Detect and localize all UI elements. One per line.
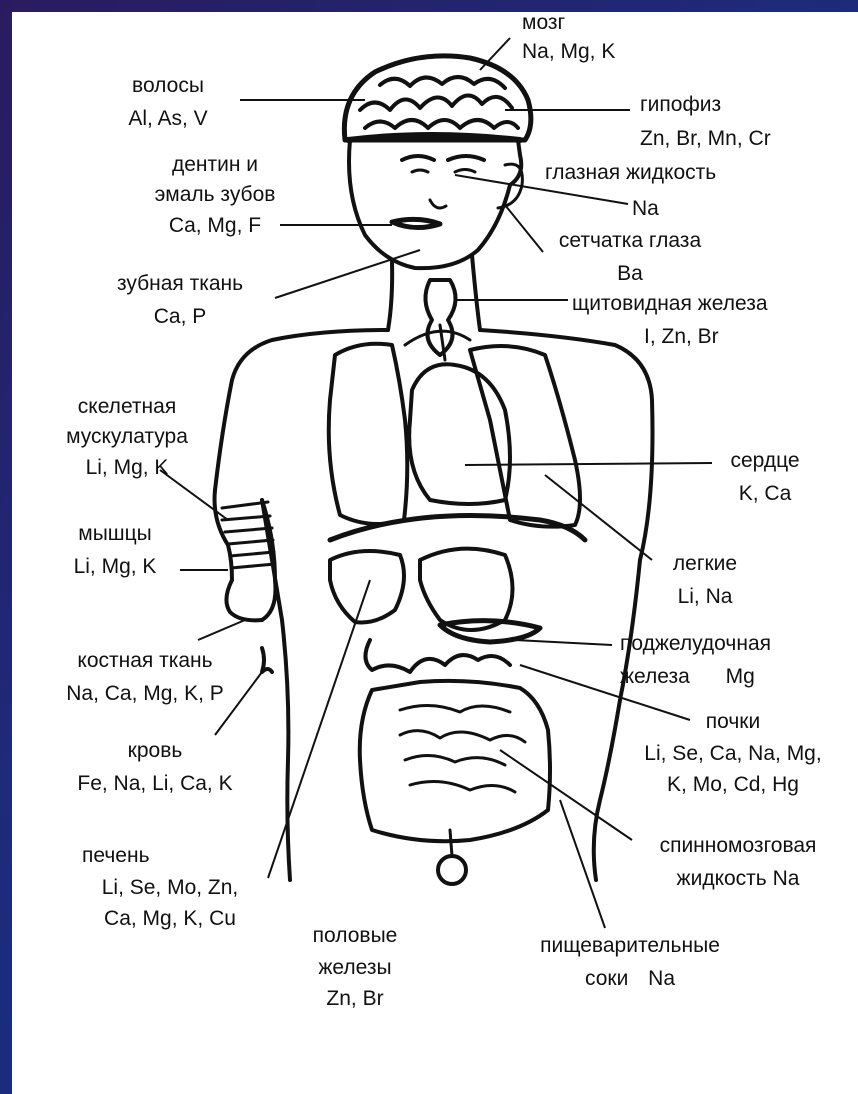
liver-elements-1: Li, Se, Mo, Zn, bbox=[70, 872, 270, 904]
skeletal-muscle-elements: Li, Mg, K bbox=[32, 453, 222, 483]
bone-name: костная ткань bbox=[30, 645, 260, 678]
label-blood: кровь Fe, Na, Li, Ca, K bbox=[40, 735, 270, 800]
brain-name: мозг bbox=[522, 8, 615, 37]
thyroid-name: щитовидная железа bbox=[572, 288, 768, 321]
pituitary-name: гипофиз bbox=[640, 88, 771, 122]
label-gonads: половые железы Zn, Br bbox=[285, 920, 425, 1015]
kidneys-elements-1: Li, Se, Ca, Na, Mg, bbox=[618, 738, 848, 770]
lungs-name: легкие bbox=[650, 548, 760, 581]
dental-tissue-name: зубная ткань bbox=[85, 268, 275, 301]
heart-name: сердце bbox=[710, 445, 820, 478]
dentin-name-2: эмаль зубов bbox=[140, 180, 290, 210]
dental-tissue-elements: Ca, P bbox=[85, 301, 275, 334]
pituitary-elements: Zn, Br, Mn, Cr bbox=[640, 122, 771, 156]
retina-elements: Ba bbox=[540, 258, 720, 291]
pancreas bbox=[440, 621, 540, 642]
digestive-elements: Na bbox=[648, 967, 675, 990]
digestive-name-1: пищеварительные bbox=[500, 930, 760, 963]
mouth bbox=[392, 219, 440, 227]
hair-name: волосы bbox=[108, 70, 228, 103]
liver-elements-2: Ca, Mg, K, Cu bbox=[70, 903, 270, 935]
pancreas-elements: Mg bbox=[726, 665, 755, 688]
spinal-fluid-elements: Na bbox=[773, 867, 800, 890]
hair-elements: Al, As, V bbox=[108, 103, 228, 136]
kidneys-name: почки bbox=[618, 706, 848, 738]
label-pituitary: гипофиз Zn, Br, Mn, Cr bbox=[640, 88, 771, 155]
gonads-name-1: половые bbox=[285, 920, 425, 952]
label-dental-tissue: зубная ткань Ca, P bbox=[85, 268, 275, 333]
label-heart: сердце K, Ca bbox=[710, 445, 820, 510]
hand bbox=[226, 580, 262, 620]
label-muscles: мышцы Li, Mg, K bbox=[50, 518, 180, 583]
label-liver: печень Li, Se, Mo, Zn, Ca, Mg, K, Cu bbox=[70, 840, 270, 935]
digestive-name-2: соки bbox=[585, 967, 628, 990]
gonads-name-2: железы bbox=[285, 952, 425, 984]
label-bone: костная ткань Na, Ca, Mg, K, P bbox=[30, 645, 260, 710]
brain-elements: Na, Mg, K bbox=[522, 37, 615, 66]
thyroid-shape bbox=[425, 280, 455, 355]
label-brain: мозг Na, Mg, K bbox=[522, 8, 615, 67]
label-kidneys: почки Li, Se, Ca, Na, Mg, K, Mo, Cd, Hg bbox=[618, 706, 848, 801]
retina-name: сетчатка глаза bbox=[540, 225, 720, 258]
dentin-name-1: дентин и bbox=[140, 150, 290, 180]
kidneys-elements-2: K, Mo, Cd, Hg bbox=[618, 769, 848, 801]
stomach bbox=[420, 549, 513, 630]
right-lung bbox=[470, 346, 580, 527]
label-eye-fluid: глазная жидкость bbox=[545, 160, 716, 185]
lungs-elements: Li, Na bbox=[650, 581, 760, 614]
label-pancreas: поджелудочная железа Mg bbox=[620, 628, 771, 693]
blood-name: кровь bbox=[40, 735, 270, 768]
label-lungs: легкие Li, Na bbox=[650, 548, 760, 613]
gonads-elements: Zn, Br bbox=[285, 983, 425, 1015]
bone-elements: Na, Ca, Mg, K, P bbox=[30, 678, 260, 711]
liver-name: печень bbox=[70, 840, 270, 872]
small-intestine bbox=[365, 640, 510, 672]
eye-fluid-name: глазная жидкость bbox=[545, 160, 716, 185]
label-retina: сетчатка глаза Ba bbox=[540, 225, 720, 290]
arm-outer bbox=[215, 490, 232, 580]
torso-left bbox=[215, 330, 388, 490]
label-hair: волосы Al, As, V bbox=[108, 70, 228, 135]
label-skeletal-muscle: скелетная мускулатура Li, Mg, K bbox=[32, 392, 222, 483]
muscles-elements: Li, Mg, K bbox=[50, 551, 180, 584]
label-thyroid: щитовидная железа I, Zn, Br bbox=[572, 288, 768, 353]
skeletal-muscle-name-1: скелетная bbox=[32, 392, 222, 422]
pancreas-name-1: поджелудочная bbox=[620, 628, 771, 661]
gonad bbox=[438, 856, 466, 884]
blood-elements: Fe, Na, Li, Ca, K bbox=[40, 768, 270, 801]
label-digestive: пищеварительные соки Na bbox=[500, 930, 760, 995]
thyroid-elements: I, Zn, Br bbox=[572, 321, 768, 354]
spinal-fluid-name-1: спинномозговая bbox=[628, 830, 848, 863]
dentin-elements: Ca, Mg, F bbox=[140, 211, 290, 241]
pancreas-name-2: железа bbox=[620, 665, 690, 688]
label-eye-fluid-elements: Na bbox=[632, 196, 659, 221]
skeletal-muscle-name-2: мускулатура bbox=[32, 422, 222, 452]
label-dentin: дентин и эмаль зубов Ca, Mg, F bbox=[140, 150, 290, 241]
label-spinal-fluid: спинномозговая жидкость Na bbox=[628, 830, 848, 895]
bone-fragment bbox=[262, 648, 272, 672]
spinal-fluid-name-2: жидкость bbox=[677, 867, 767, 890]
heart bbox=[409, 364, 510, 504]
heart-elements: K, Ca bbox=[710, 478, 820, 511]
muscles-name: мышцы bbox=[50, 518, 180, 551]
left-lung bbox=[329, 344, 408, 524]
